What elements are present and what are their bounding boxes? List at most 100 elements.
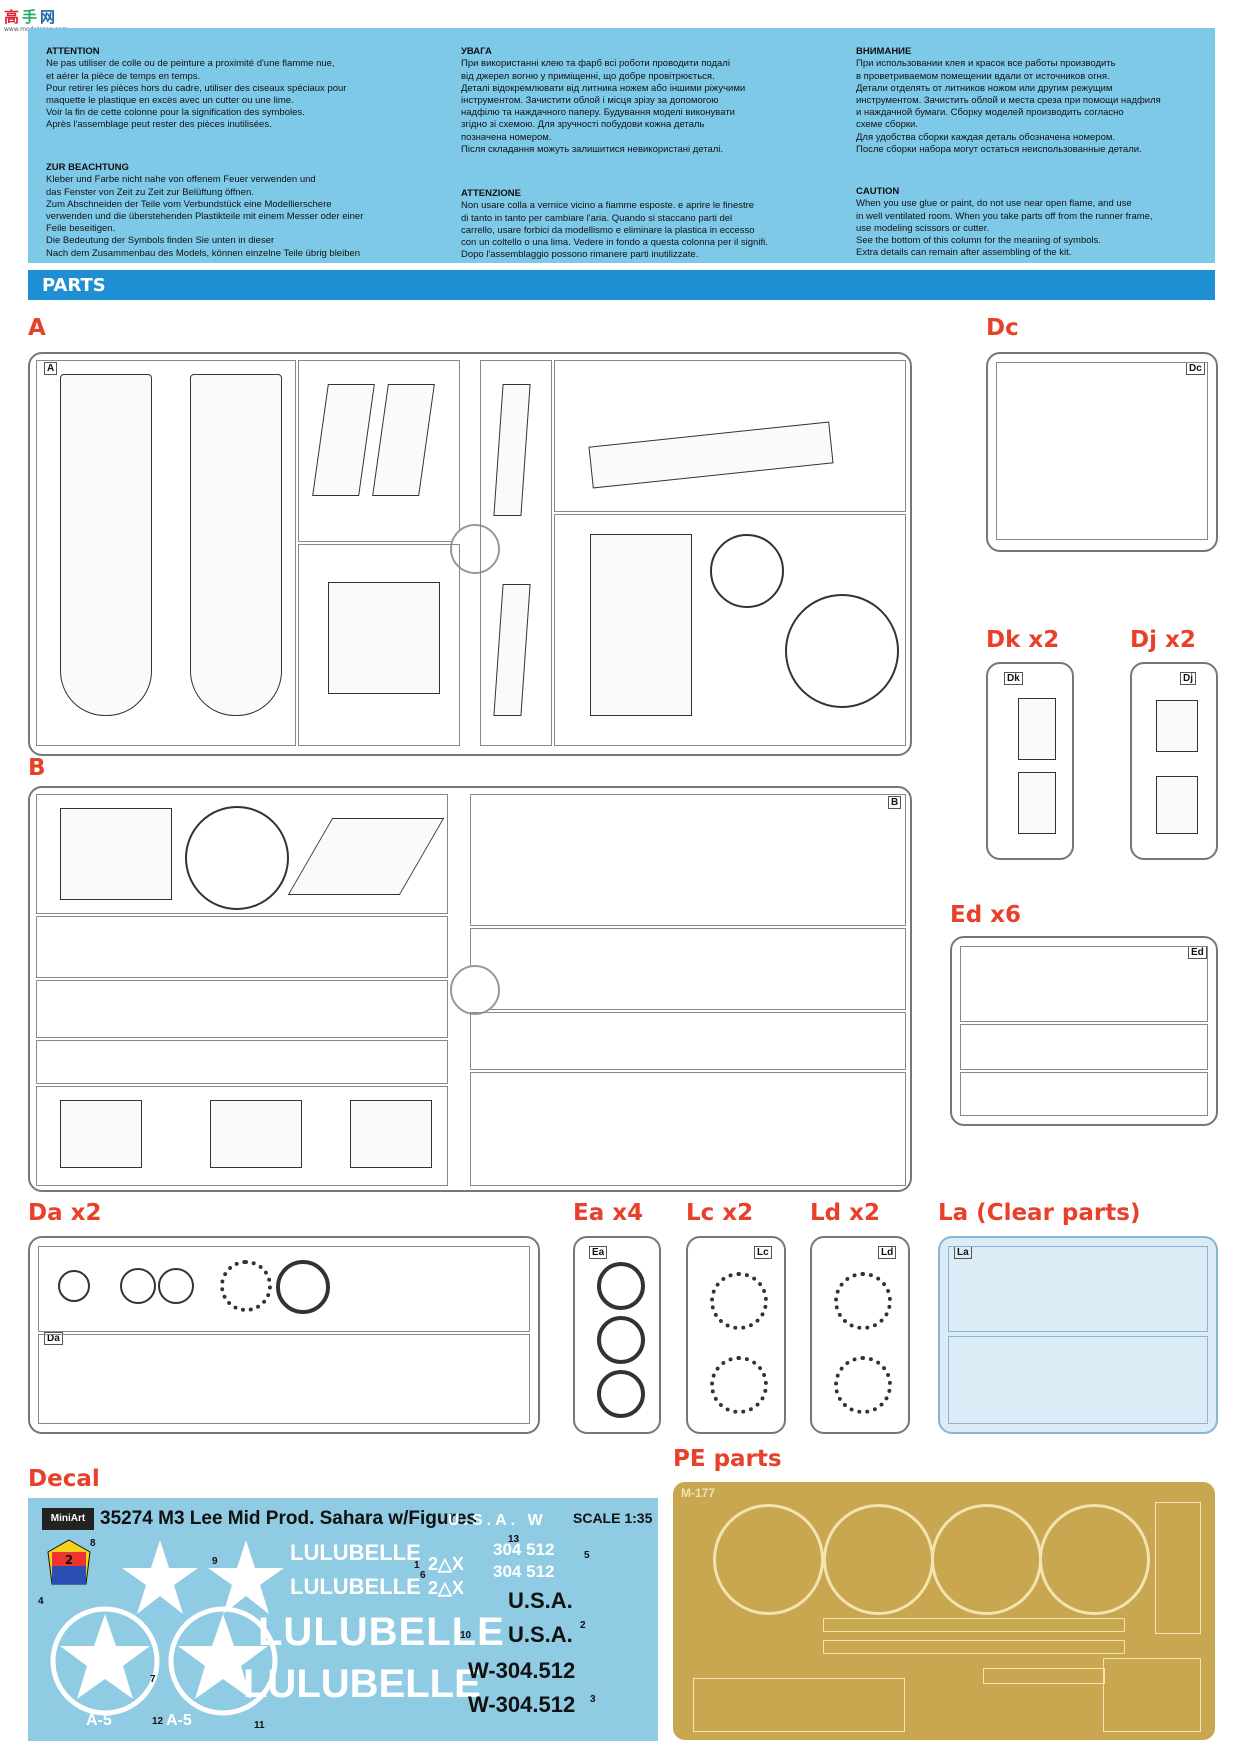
part-hatch-panel [60,808,172,900]
pe-strip-2 [823,1640,1125,1654]
part-lc-sprocket-1 [710,1272,768,1330]
decal-serial-2: 304 512 [493,1562,555,1581]
decal-num-2: 2 [580,1620,586,1631]
sprue-b-frame-row4 [36,1040,448,1084]
decal-num-12: 12 [152,1716,164,1727]
decal-a5-2: A-5 [166,1712,192,1729]
sprue-a-id: A [44,362,58,375]
star-circle-2 [168,1606,278,1716]
part-turret-plate [590,534,692,716]
warning-de-text: Kleber und Farbe nicht nahe von offenem … [46,174,364,259]
decal-title: 35274 M3 Lee Mid Prod. Sahara w/Figures [100,1508,477,1529]
sprue-dc-frame [996,362,1208,540]
part-dk-1 [1018,698,1056,760]
sprue-b: B [28,786,912,1192]
sprue-a-frame-plates [298,360,460,542]
sprue-a-frame-floor [298,544,460,746]
decal-a5-1: A-5 [86,1712,112,1729]
decal-sheet: MiniArt 35274 M3 Lee Mid Prod. Sahara w/… [28,1498,658,1741]
sprue-b-frame-top-left [36,794,448,914]
part-box-2 [210,1100,302,1168]
sprue-ed-frame-bottom [960,1072,1208,1116]
photo-etch-fret: M-177 [673,1482,1215,1740]
sprue-la-frame-top [948,1246,1208,1332]
warning-ru-text: При использовании клея и красок все рабо… [856,58,1161,155]
pe-mesh-2 [1103,1658,1201,1732]
warning-ua-title: УВАГА [461,46,492,58]
decal-usa-1: U.S.A. [508,1588,573,1613]
sprue-a: A [28,352,912,756]
sprue-lc: Lc [686,1236,786,1434]
sprue-dk-label: Dk x2 [986,627,1060,653]
decal-num-7: 7 [150,1674,156,1685]
sprue-b-frame-top-right [470,794,906,926]
part-turret-ring-small [710,534,784,608]
sprue-b-frame-row2 [36,916,448,978]
part-lc-sprocket-2 [710,1356,768,1414]
star-small-2 [208,1540,284,1614]
sprue-da: Da [28,1236,540,1434]
star-circle-1 [50,1606,160,1716]
sprue-lc-id: Lc [754,1246,772,1259]
sprue-dj: Dj [1130,662,1218,860]
sprue-ld-id: Ld [878,1246,897,1259]
decal-num-13: 13 [508,1534,520,1545]
sprue-a-frame-strips [480,360,552,746]
svg-text:手: 手 [22,8,37,26]
pe-ring-2 [823,1504,934,1615]
sprue-dc-label: Dc [986,315,1019,341]
sprue-b-frame-row3 [36,980,448,1038]
decal-label: Decal [28,1466,100,1492]
decal-num-10: 10 [460,1630,472,1641]
decal-usa-w: U.S.A. W [448,1512,547,1529]
pe-mesh-1 [693,1678,905,1732]
sprue-ea-id: Ea [589,1246,608,1259]
part-box-1 [60,1100,142,1168]
svg-text:高: 高 [4,8,19,26]
decal-num-1: 1 [414,1560,420,1571]
pe-frame-right [1155,1502,1201,1634]
part-hull-side-left [60,374,152,716]
part-dj-2 [1156,776,1198,834]
part-road-wheel-3 [597,1370,645,1418]
pe-strip-1 [823,1618,1125,1632]
sprue-a-label: A [28,315,46,341]
decal-w-serial-1: W-304.512 [468,1658,576,1683]
brand-name: MiniArt [50,1513,86,1524]
sprue-ld-label: Ld x2 [810,1200,880,1226]
decal-lulubelle-small-2: LULUBELLE [290,1574,421,1599]
part-road-wheel-1 [597,1262,645,1310]
decal-lulubelle-large-2: LULUBELLE [243,1662,481,1706]
part-wheel-1 [58,1270,90,1302]
decal-num-3: 3 [590,1694,596,1705]
miniart-logo: MiniArt [42,1508,94,1530]
sprue-ed: Ed [950,936,1218,1126]
part-road-wheel-2 [597,1316,645,1364]
sprue-ed-frame-mid [960,1024,1208,1070]
warning-ua-text: При використанні клею та фарб всі роботи… [461,58,746,155]
sprue-a-frame-hull [36,360,296,746]
svg-text:2: 2 [65,1553,73,1567]
warning-ru-title: ВНИМАНИЕ [856,46,912,58]
pe-code: M-177 [681,1486,716,1500]
sprue-b-hub [450,965,500,1015]
sprue-ea: Ea [573,1236,661,1434]
decal-usa-2: U.S.A. [508,1622,573,1647]
warning-en-title: CAUTION [856,186,900,198]
warning-de-title: ZUR BEACHTUNG [46,162,129,174]
warning-en-text: When you use glue or paint, do not use n… [856,198,1153,259]
part-wheel-3 [158,1268,194,1304]
sprue-b-frame-mid-right [470,928,906,1010]
decal-tri-2: 2△X [428,1578,464,1598]
sprue-a-hub [450,524,500,574]
pe-ring-4 [1039,1504,1150,1615]
warning-it-text: Non usare colla a vernice vicino a fiamm… [461,200,768,261]
decal-serial-1: 304 512 [493,1540,555,1559]
decal-num-11: 11 [254,1720,265,1731]
part-dj-1 [1156,700,1198,752]
decal-scale: SCALE 1:35 [573,1510,653,1526]
sprue-a-frame-turret [554,514,906,746]
